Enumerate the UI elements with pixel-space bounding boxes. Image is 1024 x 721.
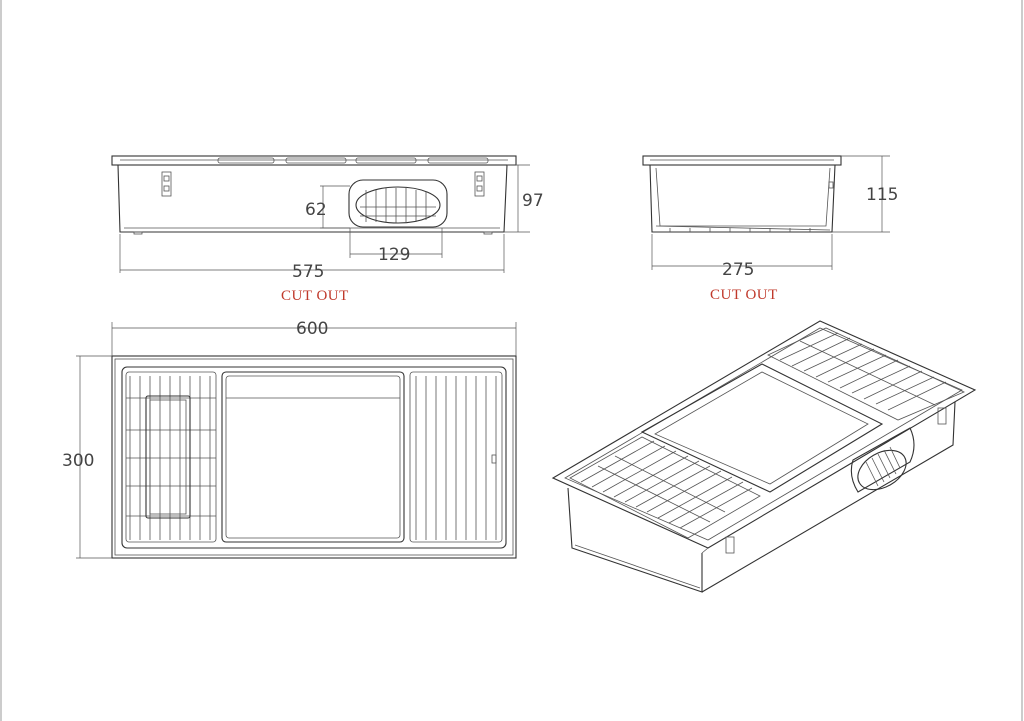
dim-front-width: 575	[119, 234, 505, 282]
dim-outlet-width: 129	[349, 228, 443, 265]
dim-top-width: 600	[111, 319, 517, 356]
front-height-label: 97	[522, 191, 544, 211]
iso-air-outlet	[850, 427, 915, 493]
top-width-label: 600	[296, 319, 328, 339]
iso-clip-side	[937, 407, 947, 425]
left-clip	[161, 171, 172, 197]
dim-top-height: 300	[62, 355, 112, 559]
dim-side-width: 275	[651, 234, 833, 280]
air-outlet	[348, 179, 448, 228]
isometric-view	[551, 320, 977, 593]
left-grille	[125, 371, 217, 543]
top-height-label: 300	[62, 451, 94, 471]
iso-left-grille	[569, 436, 761, 539]
side-view: 115 275 CUT OUT	[642, 155, 898, 303]
top-view: 600 300	[62, 319, 517, 559]
front-width-label: 575	[292, 262, 324, 282]
heater-panel	[221, 371, 405, 543]
outlet-height-label: 62	[305, 200, 327, 220]
side-height-label: 115	[866, 185, 898, 205]
right-grille	[409, 371, 503, 543]
iso-heater-panel	[640, 363, 884, 493]
iso-right-grille	[767, 327, 965, 421]
side-cutout-caption: CUT OUT	[710, 287, 778, 303]
dim-side-height: 115	[832, 155, 898, 233]
dim-front-height: 97	[504, 164, 544, 233]
right-clip	[474, 171, 485, 197]
front-view: 62 129 97 575 CUT OUT	[111, 155, 544, 304]
iso-clip-front	[725, 536, 735, 554]
outlet-width-label: 129	[378, 245, 410, 265]
side-vents	[669, 228, 811, 232]
front-cutout-caption: CUT OUT	[281, 288, 349, 304]
side-width-label: 275	[722, 260, 754, 280]
dim-outlet-height: 62	[305, 185, 350, 229]
